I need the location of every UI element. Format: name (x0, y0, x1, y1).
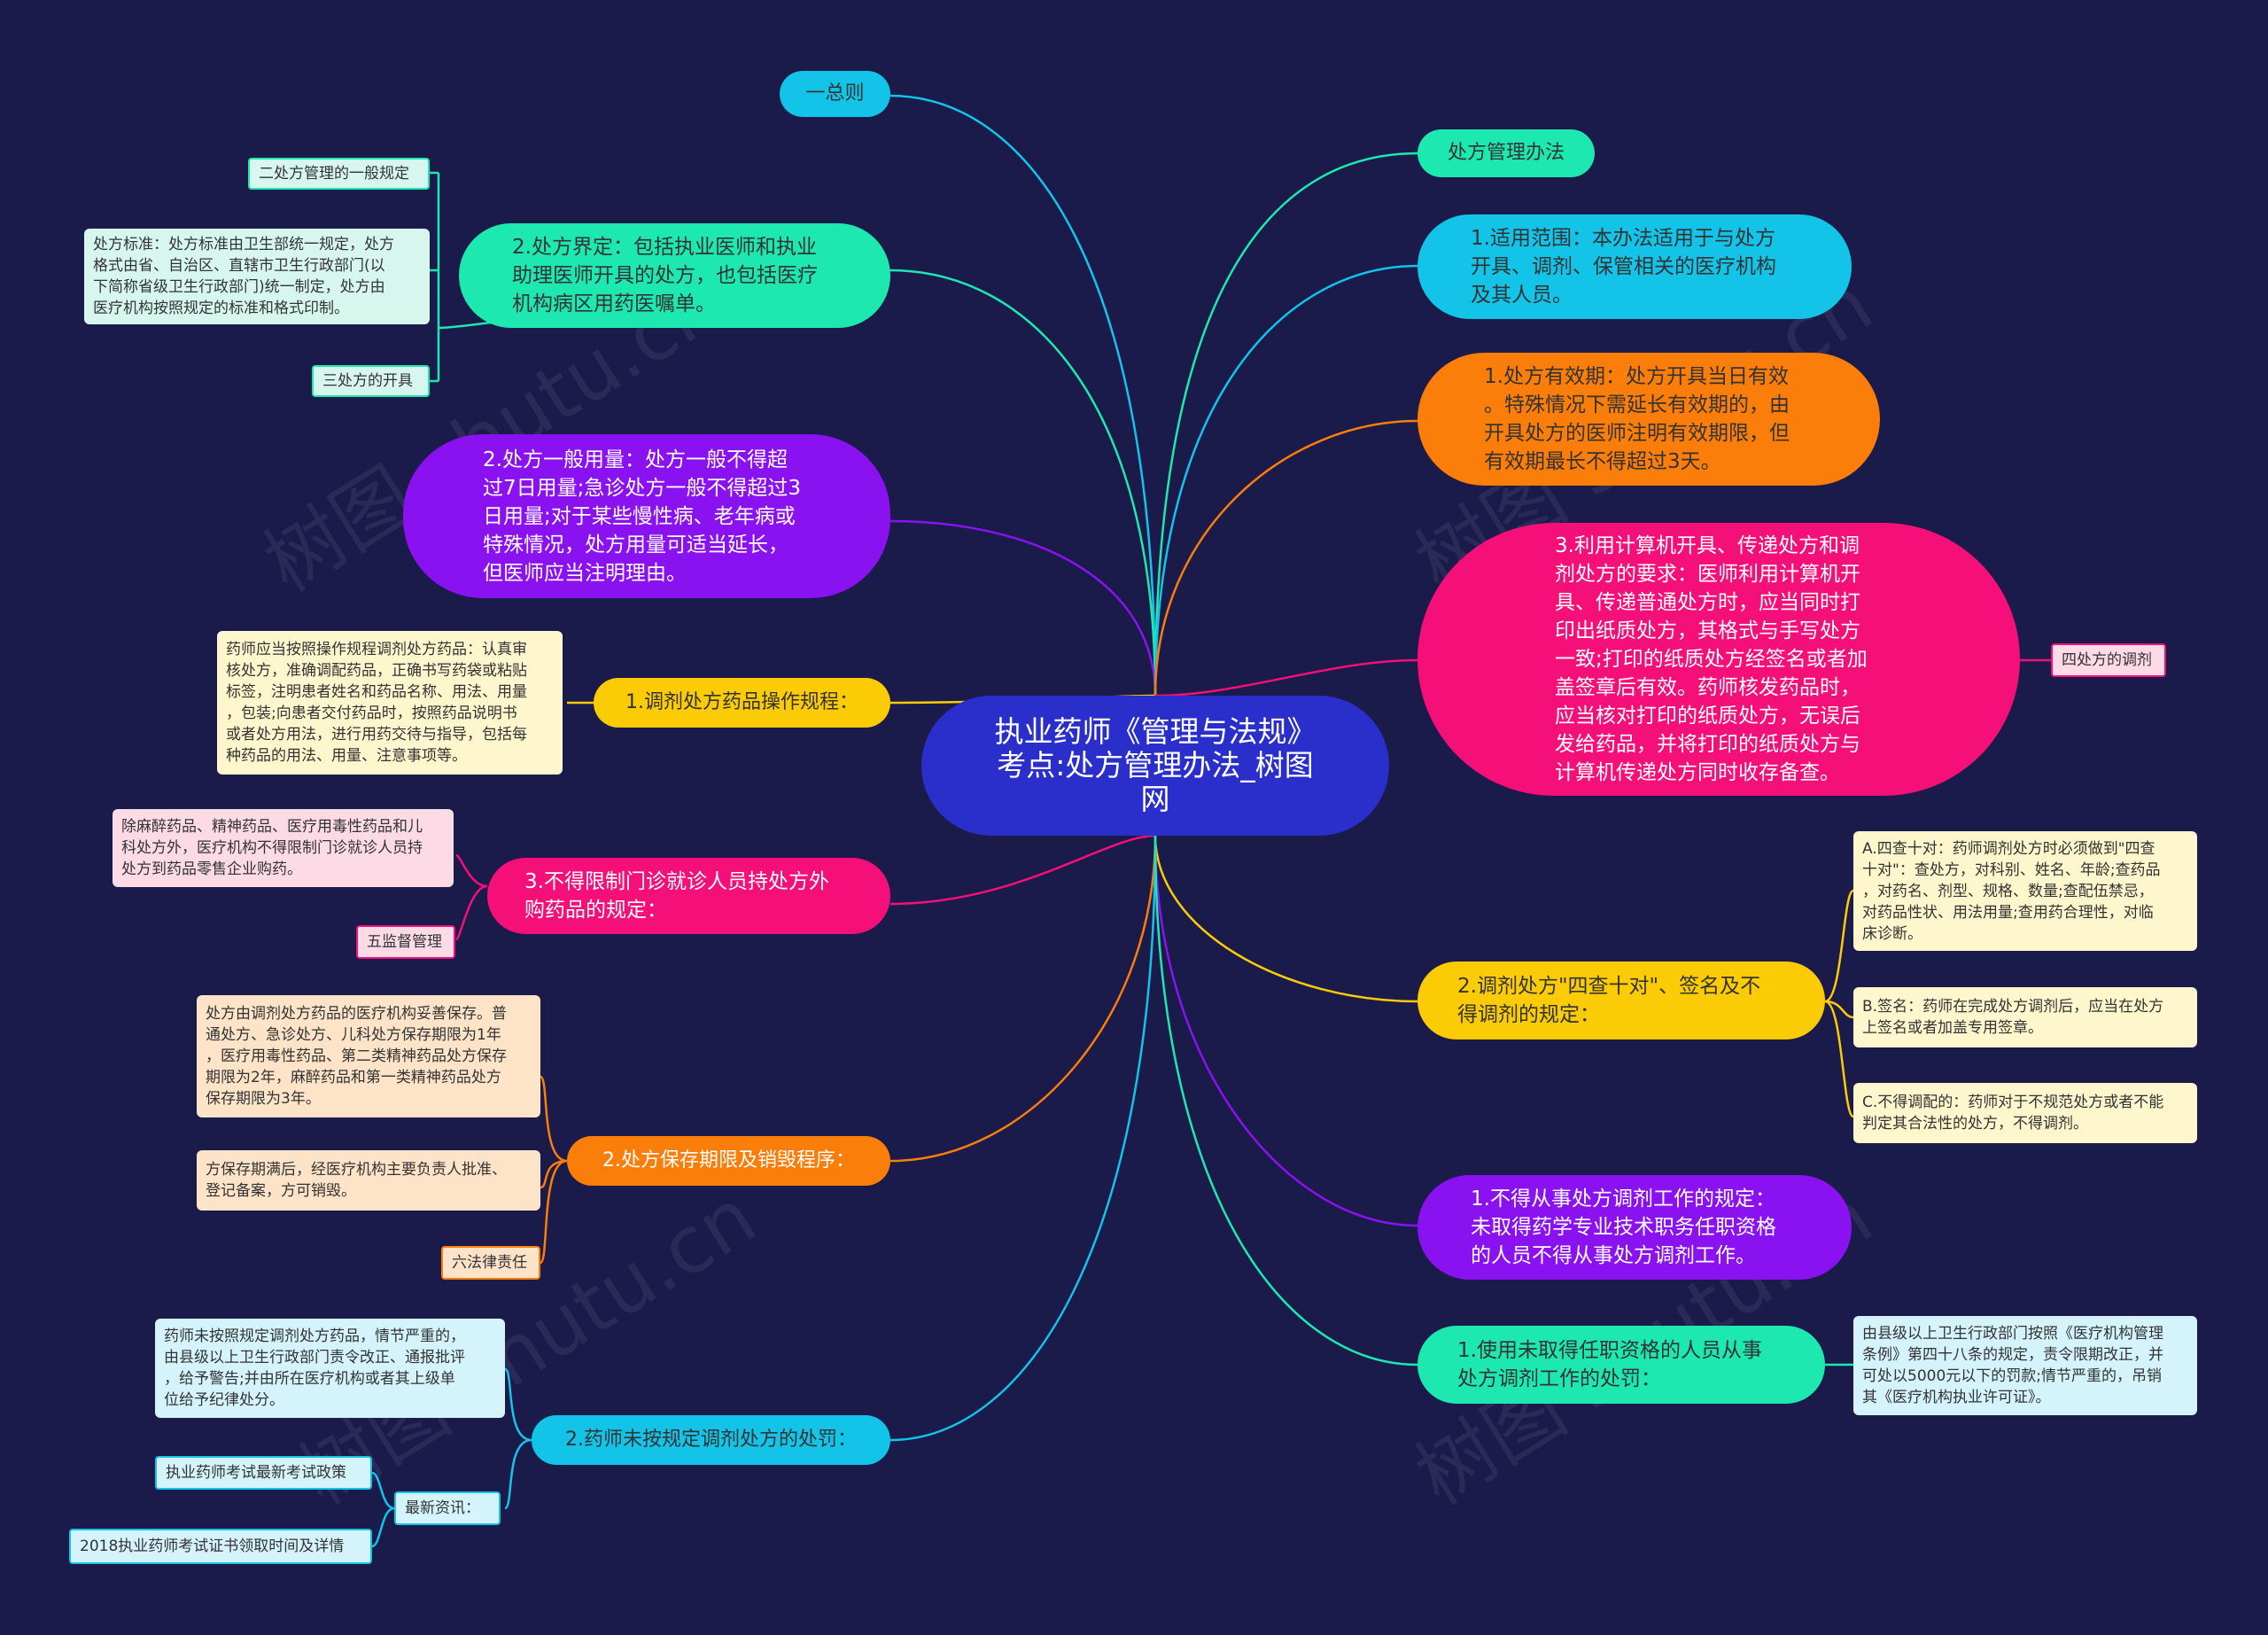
branch-unqualified[interactable]: 1.不得从事处方调剂工作的规定： 未取得药学专业技术职务任职资格 的人员不得从事… (1418, 1175, 1852, 1280)
edge (889, 94, 1157, 697)
note-procedure-text: 药师应当按照操作规程调剂处方药品：认真审 核处方，准确调配药品，正确书写药袋或粘… (226, 641, 527, 765)
leaf-dispensing[interactable]: 四处方的调剂 (2051, 643, 2166, 677)
note-prescription-standard: 处方标准：处方标准由卫生部统一规定，处方 格式由省、自治区、直辖市卫生行政部门(… (84, 229, 430, 324)
note-procedure: 药师应当按照操作规程调剂处方药品：认真审 核处方，准确调配药品，正确书写药袋或粘… (217, 631, 563, 775)
branch-unrestricted-text: 3.不得限制门诊就诊人员持处方外 购药品的规定： (524, 870, 829, 922)
central-topic[interactable]: 执业药师《管理与法规》 考点:处方管理办法_树图 网 (921, 696, 1389, 836)
note-four-checks: A.四查十对：药师调剂处方时必须做到"四查 十对"：查处方，对科别、姓名、年龄;… (1853, 831, 2197, 951)
branch-procedure[interactable]: 1.调剂处方药品操作规程： (594, 678, 890, 728)
branch-four-checks[interactable]: 2.调剂处方"四查十对"、签名及不 得调剂的规定： (1418, 962, 1825, 1039)
note-punish-text: 由县级以上卫生行政部门按照《医疗机构管理 条例》第四十八条的规定，责令限期改正，… (1862, 1325, 2163, 1406)
edge (889, 269, 1157, 697)
edge (889, 835, 1157, 1442)
edge (1153, 419, 1418, 697)
branch-dosage[interactable]: 2.处方一般用量：处方一般不得超 过7日用量;急诊处方一般不得超过3 日用量;对… (403, 434, 890, 598)
edge (1153, 835, 1418, 1227)
edge (889, 834, 1156, 906)
news-item[interactable]: 2018执业药师考试证书领取时间及详情 (69, 1529, 372, 1564)
branch-definition-text: 2.处方界定：包括执业医师和执业 助理医师开具的处方，也包括医疗 机构病区用药医… (512, 236, 818, 315)
branch-scope[interactable]: 1.适用范围：本办法适用于与处方 开具、调剂、保管相关的医疗机构 及其人员。 (1418, 214, 1852, 319)
edge (454, 853, 488, 941)
branch-penalty-text: 2.药师未按规定调剂处方的处罚： (565, 1429, 857, 1451)
news-item-text: 执业药师考试最新考试政策 (166, 1464, 346, 1482)
leaf-liability[interactable]: 六法律责任 (441, 1246, 540, 1280)
note-penalty-text: 药师未按照规定调剂处方药品，情节严重的， 由县级以上卫生行政部门责令改正、通报批… (164, 1327, 465, 1409)
edge (1153, 264, 1418, 697)
branch-four-checks-text: 2.调剂处方"四查十对"、签名及不 得调剂的规定： (1457, 975, 1761, 1026)
note-retention-period-text: 处方由调剂处方药品的医疗机构妥善保存。普 通处方、急诊处方、儿科处方保存期限为1… (206, 1005, 507, 1108)
branch-retention[interactable]: 2.处方保存期限及销毁程序： (567, 1136, 890, 1186)
branch-scope-text: 1.适用范围：本办法适用于与处方 开具、调剂、保管相关的医疗机构 及其人员。 (1471, 227, 1776, 307)
note-unrestricted: 除麻醉药品、精神药品、医疗用毒性药品和儿 科处方外，医疗机构不得限制门诊就诊人员… (113, 809, 454, 887)
note-unrestricted-text: 除麻醉药品、精神药品、医疗用毒性药品和儿 科处方外，医疗机构不得限制门诊就诊人员… (121, 818, 423, 878)
branch-general-text: 一总则 (805, 82, 865, 105)
note-punish: 由县级以上卫生行政部门按照《医疗机构管理 条例》第四十八条的规定，责令限期改正，… (1853, 1316, 2197, 1415)
edge (889, 835, 1157, 1163)
central-topic-text: 执业药师《管理与法规》 考点:处方管理办法_树图 网 (994, 714, 1317, 816)
news-item[interactable]: 执业药师考试最新考试政策 (155, 1456, 372, 1490)
branch-validity-text: 1.处方有效期：处方开具当日有效 。特殊情况下需延长有效期的，由 开具处方的医师… (1484, 365, 1790, 473)
edge (1153, 152, 1418, 697)
edge (539, 1075, 568, 1265)
edge (371, 1471, 395, 1548)
branch-procedure-text: 1.调剂处方药品操作规程： (625, 691, 858, 713)
branch-measures-text: 处方管理办法 (1447, 142, 1565, 164)
branch-punish-text: 1.使用未取得任职资格的人员从事 处方调剂工作的处罚： (1457, 1339, 1762, 1390)
branch-computer-text: 3.利用计算机开具、传递处方和调 剂处方的要求：医师利用计算机开 具、传递普通处… (1555, 534, 1868, 784)
leaf-supervision[interactable]: 五监督管理 (356, 925, 455, 959)
note-signature: B.签名：药师在完成处方调剂后，应当在处方 上签名或者加盖专用签章。 (1853, 987, 2197, 1047)
note-retention-destroy: 方保存期满后，经医疗机构主要负责人批准、 登记备案，方可销毁。 (197, 1150, 540, 1211)
leaf-news-text: 最新资讯： (405, 1499, 480, 1517)
leaf-supervision-text: 五监督管理 (367, 933, 442, 951)
edge (503, 1367, 532, 1510)
edge (1153, 835, 1418, 1366)
edge (1154, 658, 1418, 697)
note-retention-destroy-text: 方保存期满后，经医疗机构主要负责人批准、 登记备案，方可销毁。 (206, 1161, 507, 1200)
leaf-issuing-text: 三处方的开具 (322, 372, 413, 390)
branch-computer[interactable]: 3.利用计算机开具、传递处方和调 剂处方的要求：医师利用计算机开 具、传递普通处… (1418, 523, 2020, 796)
note-four-checks-text: A.四查十对：药师调剂处方时必须做到"四查 十对"：查处方，对科别、姓名、年龄;… (1862, 839, 2161, 943)
note-no-dispense-text: C.不得调配的：药师对于不规范处方或者不能 判定其合法性的处方，不得调剂。 (1862, 1094, 2164, 1133)
branch-penalty[interactable]: 2.药师未按规定调剂处方的处罚： (532, 1415, 890, 1465)
note-no-dispense: C.不得调配的：药师对于不规范处方或者不能 判定其合法性的处方，不得调剂。 (1853, 1083, 2197, 1143)
note-retention-period: 处方由调剂处方药品的医疗机构妥善保存。普 通处方、急诊处方、儿科处方保存期限为1… (197, 995, 540, 1117)
branch-dosage-text: 2.处方一般用量：处方一般不得超 过7日用量;急诊处方一般不得超过3 日用量;对… (483, 448, 802, 585)
branch-unqualified-text: 1.不得从事处方调剂工作的规定： 未取得药学专业技术职务任职资格 的人员不得从事… (1471, 1187, 1776, 1267)
edge (1824, 889, 1855, 1118)
leaf-liability-text: 六法律责任 (452, 1254, 527, 1272)
note-penalty: 药师未按照规定调剂处方药品，情节严重的， 由县级以上卫生行政部门责令改正、通报批… (155, 1319, 505, 1418)
branch-punish[interactable]: 1.使用未取得任职资格的人员从事 处方调剂工作的处罚： (1418, 1326, 1825, 1404)
leaf-general-rules-text: 二处方管理的一般规定 (259, 165, 409, 183)
branch-general[interactable]: 一总则 (780, 71, 890, 117)
leaf-news[interactable]: 最新资讯： (394, 1491, 501, 1525)
note-signature-text: B.签名：药师在完成处方调剂后，应当在处方 上签名或者加盖专用签章。 (1862, 998, 2164, 1037)
branch-validity[interactable]: 1.处方有效期：处方开具当日有效 。特殊情况下需延长有效期的，由 开具处方的医师… (1418, 353, 1880, 486)
leaf-dispensing-text: 四处方的调剂 (2062, 651, 2152, 669)
news-item-text: 2018执业药师考试证书领取时间及详情 (80, 1538, 345, 1555)
branch-definition[interactable]: 2.处方界定：包括执业医师和执业 助理医师开具的处方，也包括医疗 机构病区用药医… (459, 223, 890, 328)
leaf-general-rules[interactable]: 二处方管理的一般规定 (248, 158, 430, 190)
leaf-issuing[interactable]: 三处方的开具 (312, 365, 430, 397)
branch-retention-text: 2.处方保存期限及销毁程序： (602, 1149, 855, 1172)
edge (889, 519, 1157, 697)
note-prescription-standard-text: 处方标准：处方标准由卫生部统一规定，处方 格式由省、自治区、直辖市卫生行政部门(… (93, 236, 394, 317)
branch-unrestricted[interactable]: 3.不得限制门诊就诊人员持处方外 购药品的规定： (487, 858, 890, 934)
edge (1153, 835, 1418, 1003)
branch-measures[interactable]: 处方管理办法 (1418, 129, 1595, 177)
